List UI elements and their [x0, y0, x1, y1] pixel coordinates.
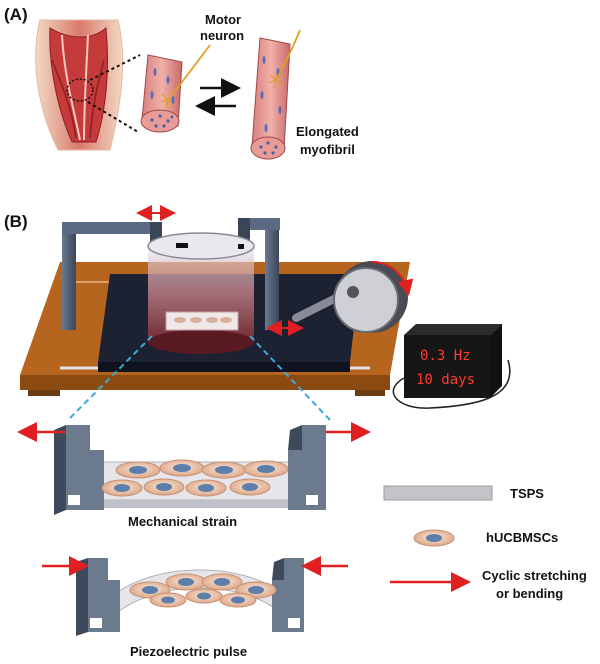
device-frame: [62, 218, 280, 330]
motor-neuron-label-line1: Motor: [205, 12, 241, 27]
legend: TSPS hUCBMSCs Cyclic stretching or bendi…: [383, 485, 587, 601]
frequency-display: 0.3 Hz: [420, 348, 471, 364]
mechanical-strain-label: Mechanical strain: [128, 514, 237, 529]
elongated-label-line1: Elongated: [296, 124, 359, 139]
culture-chamber: [147, 232, 255, 354]
legend-arrow-label-line1: Cyclic stretching: [482, 568, 587, 583]
controller-box: [392, 324, 511, 409]
elongated-label-line2: myofibril: [300, 142, 355, 157]
mechanical-strain-cells: [101, 459, 289, 497]
piezoelectric-device: [76, 558, 304, 636]
legend-cells-label: hUCBMSCs: [486, 530, 558, 545]
myofibril-elongated: [250, 29, 301, 160]
piezoelectric-pulse-label: Piezoelectric pulse: [130, 644, 247, 659]
rotation-arrow: [371, 261, 414, 296]
legend-tsps-label: TSPS: [510, 486, 544, 501]
legend-arrow-label-line2: or bending: [496, 586, 563, 601]
panel-a-label: (A): [4, 5, 28, 24]
motor-neuron-label-line2: neuron: [200, 28, 244, 43]
legend-tsps-swatch: [383, 485, 493, 501]
panel-b-label: (B): [4, 212, 28, 231]
myofibril-short: [140, 44, 211, 133]
zoom-line-bottom: [87, 101, 139, 133]
leg-muscle-illustration: [35, 19, 124, 151]
motor-crank: [292, 261, 414, 333]
duration-display: 10 days: [416, 372, 475, 388]
piezoelectric-cells: [129, 573, 277, 608]
